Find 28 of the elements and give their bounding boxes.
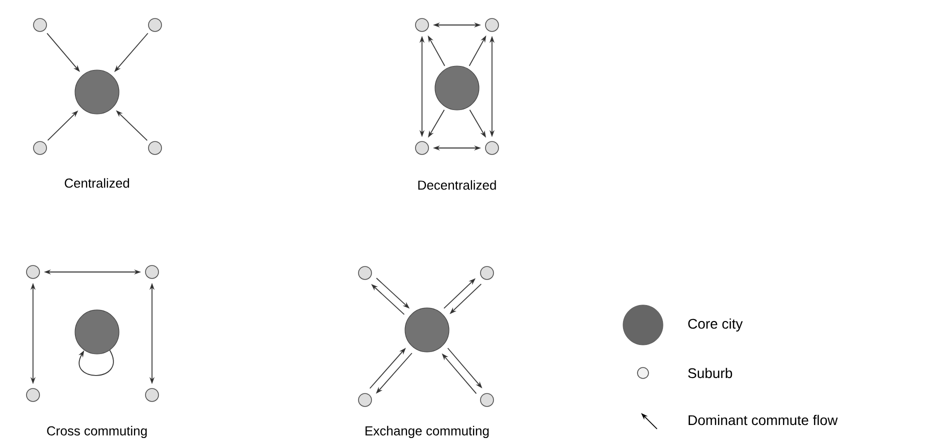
legend-text: Suburb xyxy=(688,368,732,378)
core-city-circle xyxy=(404,308,450,352)
suburb-circle xyxy=(415,141,429,155)
suburb-circle xyxy=(26,265,40,279)
suburb-circle xyxy=(480,266,494,280)
suburb-circle xyxy=(33,141,47,155)
suburb-circle xyxy=(358,393,372,407)
panel-caption: Centralized xyxy=(64,178,130,188)
suburb-circle xyxy=(480,393,494,407)
suburb-circle xyxy=(145,265,159,279)
suburb-circle xyxy=(26,388,40,402)
panel-caption: Exchange commuting xyxy=(366,426,489,438)
panel-caption: Cross commuting xyxy=(47,426,147,438)
legend-text: Core city xyxy=(688,318,743,332)
suburb-circle xyxy=(358,266,372,280)
core-city-circle xyxy=(434,66,480,110)
suburb-circle xyxy=(415,18,429,32)
suburb-circle xyxy=(148,18,162,32)
suburb-circle xyxy=(485,141,499,155)
suburb-circle xyxy=(148,141,162,155)
core-city-circle xyxy=(74,310,120,354)
legend-text: Dominant commute flow xyxy=(688,414,838,426)
suburb-circle xyxy=(145,388,159,402)
panel-caption: Decentralized xyxy=(418,180,496,190)
core-city-circle xyxy=(74,70,120,114)
suburb-circle xyxy=(485,18,499,32)
suburb-circle xyxy=(33,18,47,32)
arrow xyxy=(78,350,114,376)
